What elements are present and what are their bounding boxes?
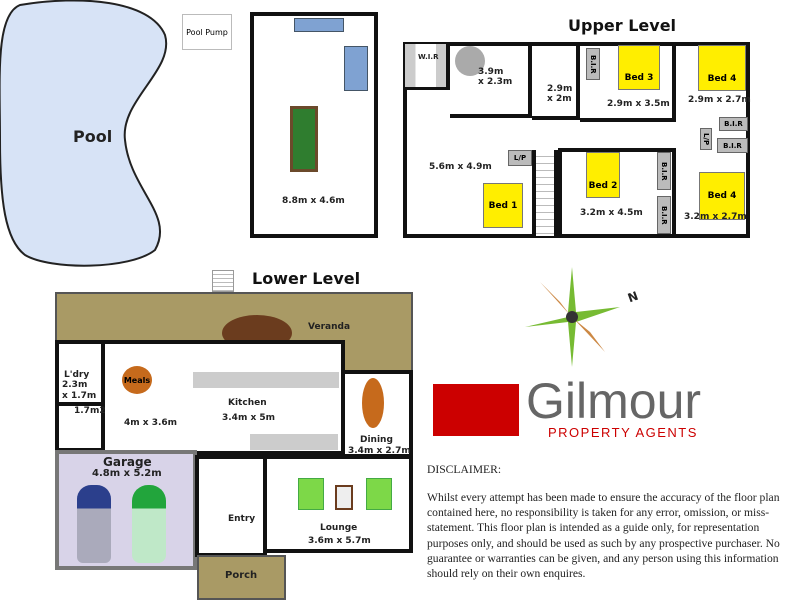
lounge-label: Lounge [320,523,358,533]
disclaimer-line: contained here, no responsibility is tak… [427,506,770,520]
games-room-size: 8.8m x 4.6m [282,196,345,206]
wir-label: W.I.R [418,53,439,61]
bed-4-lower-size: 3.2m x 2.7m [684,212,747,222]
games-room: 8.8m x 4.6m [250,12,378,238]
pool-label: Pool [73,127,113,146]
porch-label: Porch [225,570,258,581]
logo-red-block [433,384,519,436]
bathroom-size: 2.9m x 2m [547,84,573,104]
bed-4-upper-size: 2.9m x 2.7m [688,95,751,105]
bed-1-size: 5.6m x 4.9m [429,162,492,172]
disclaimer-line: statement. This floor plan is intended a… [427,521,760,535]
sofa-icon [298,478,324,510]
veranda-label: Veranda [308,322,351,332]
lounge-size: 3.6m x 5.7m [308,536,371,546]
bed-2-size: 3.2m x 4.5m [580,208,643,218]
bed-3-size: 2.9m x 3.5m [607,99,670,109]
disclaimer-line: purposes only, and should be used as suc… [427,536,780,550]
bed-3: Bed 3 [618,45,660,90]
bedroom-2 [558,148,676,238]
dining-size: 3.4m x 2.7m [348,446,411,456]
bed-1: Bed 1 [483,183,523,228]
bir-label: B.I.R [719,117,748,131]
sofa-icon [344,46,368,91]
linen-press-label: L/P [700,128,712,150]
disclaimer-line: guarantee or warranties can be given, an… [427,551,779,565]
ensuite [450,44,532,118]
spa-bath-icon [455,46,485,76]
billiard-table-icon [290,106,318,172]
logo-tagline: PROPERTY AGENTS [548,425,698,440]
disclaimer-heading: DISCLAIMER: [427,463,502,476]
bed-2: Bed 2 [586,152,620,198]
wc-size: 1.7m2 [74,406,106,416]
entry [195,455,267,557]
bir-label: B.I.R [717,138,748,153]
garage-size: 4.8m x 5.2m [92,468,162,479]
sofa-icon [294,18,344,32]
porch [197,555,286,600]
kitchen-size: 3.4m x 5m [222,413,276,423]
pool-pump: Pool Pump [182,14,232,50]
disclaimer-line: Whilst every attempt has been made to en… [427,491,780,504]
car-icon [132,485,166,563]
upper-level-title: Upper Level [568,16,677,35]
garage-label: Garage [103,455,152,469]
meals-size: 4m x 3.6m [124,418,178,428]
bir-label: B.I.R [657,152,671,190]
bedroom-3 [580,44,676,122]
coffee-table-icon [335,485,353,510]
disclaimer-line: should rely on their own enquires. [427,567,586,581]
disclaimer-body: Whilst every attempt has been made to en… [427,490,780,581]
bed-4-lower: Bed 4 [699,172,745,220]
dining-label: Dining [360,435,393,445]
linen-press-label: L/P [508,150,532,166]
bir-label: B.I.R [586,48,600,80]
laundry-size: 2.3m x 1.7m [62,380,97,401]
ensuite-size: 3.9m x 2.3m [478,67,513,87]
compass-rose-icon [525,267,620,367]
lower-level-title: Lower Level [252,269,361,288]
entry-label: Entry [228,514,256,524]
pool-shape [0,0,168,267]
kitchen-label: Kitchen [228,398,267,408]
kitchen-bench [193,372,339,388]
sofa-icon [366,478,392,510]
bathroom [532,44,580,120]
stairs [532,150,558,236]
laundry-label: L'dry [64,370,90,380]
bir-label: B.I.R [657,196,671,234]
meals-table: Meals [122,366,152,394]
kitchen-bench [250,434,338,450]
car-icon [77,485,111,563]
stairs [212,270,234,292]
logo-name: Gilmour [526,373,702,429]
dining-table-icon [362,378,384,428]
wir-room [405,44,450,90]
bed-4-upper: Bed 4 [698,45,746,91]
